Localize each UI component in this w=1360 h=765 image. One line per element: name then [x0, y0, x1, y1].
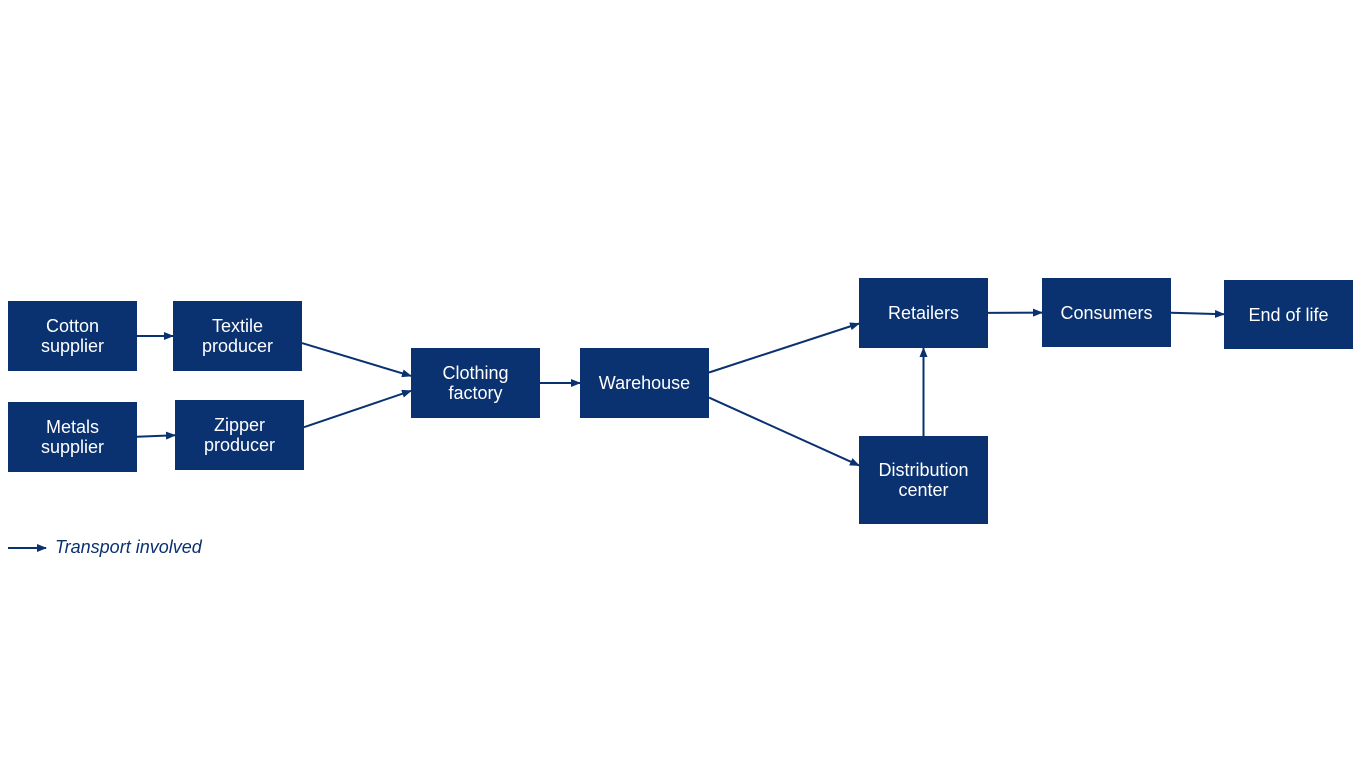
- node-consumers: Consumers: [1042, 278, 1171, 347]
- edge-textile-producer-to-clothing-factory: [301, 342, 412, 378]
- node-zipper-producer: Zipper producer: [175, 400, 304, 470]
- node-warehouse: Warehouse: [580, 348, 709, 418]
- edge-metals-supplier-to-zipper-producer: [136, 431, 176, 440]
- node-end-of-life: End of life: [1224, 280, 1353, 349]
- edge-zipper-producer-to-clothing-factory: [303, 389, 412, 429]
- node-cotton-supplier: Cotton supplier: [8, 301, 137, 371]
- legend-label: Transport involved: [55, 537, 202, 557]
- node-metals-supplier: Metals supplier: [8, 402, 137, 472]
- edge-warehouse-to-retailers: [708, 322, 860, 374]
- node-clothing-factory: Clothing factory: [411, 348, 540, 418]
- edge-consumers-to-end-of-life: [1170, 309, 1225, 318]
- node-retailers: Retailers: [859, 278, 988, 348]
- edge-warehouse-to-distribution-center: [708, 396, 860, 467]
- node-textile-producer: Textile producer: [173, 301, 302, 371]
- node-distribution-center: Distribution center: [859, 436, 988, 524]
